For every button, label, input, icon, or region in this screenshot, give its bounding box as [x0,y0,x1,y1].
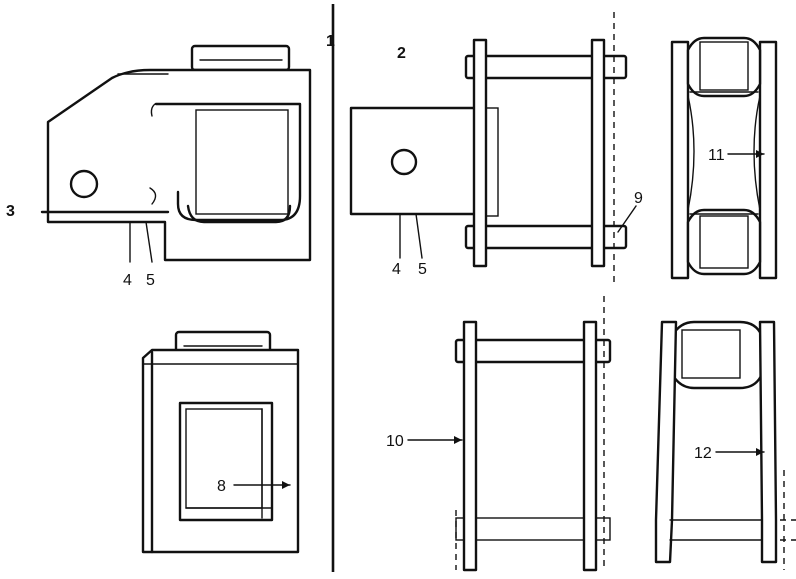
callout-4-left: 4 [123,272,132,289]
callout-5-left: 5 [146,272,155,289]
tapered-roller-link: 12 [654,320,796,570]
plain-chain-link: 10 [386,296,612,572]
attachment-link-side-view: 4 5 [40,44,312,289]
roller-link-end-view: 11 [670,36,778,280]
panel-number-3: 3 [6,203,15,220]
attachment-block-front-view: 8 [141,330,300,554]
callout-5-right: 5 [418,261,427,278]
callout-9: 9 [634,190,643,207]
callout-11: 11 [708,147,725,164]
panel-number-2: 2 [397,45,406,62]
chain-link-with-plate: 4 5 9 [349,12,643,285]
callout-10: 10 [386,433,404,450]
panel-number-1: 1 [326,33,335,50]
callout-12: 12 [694,445,712,462]
callout-8: 8 [217,478,226,495]
callout-4-right: 4 [392,261,401,278]
